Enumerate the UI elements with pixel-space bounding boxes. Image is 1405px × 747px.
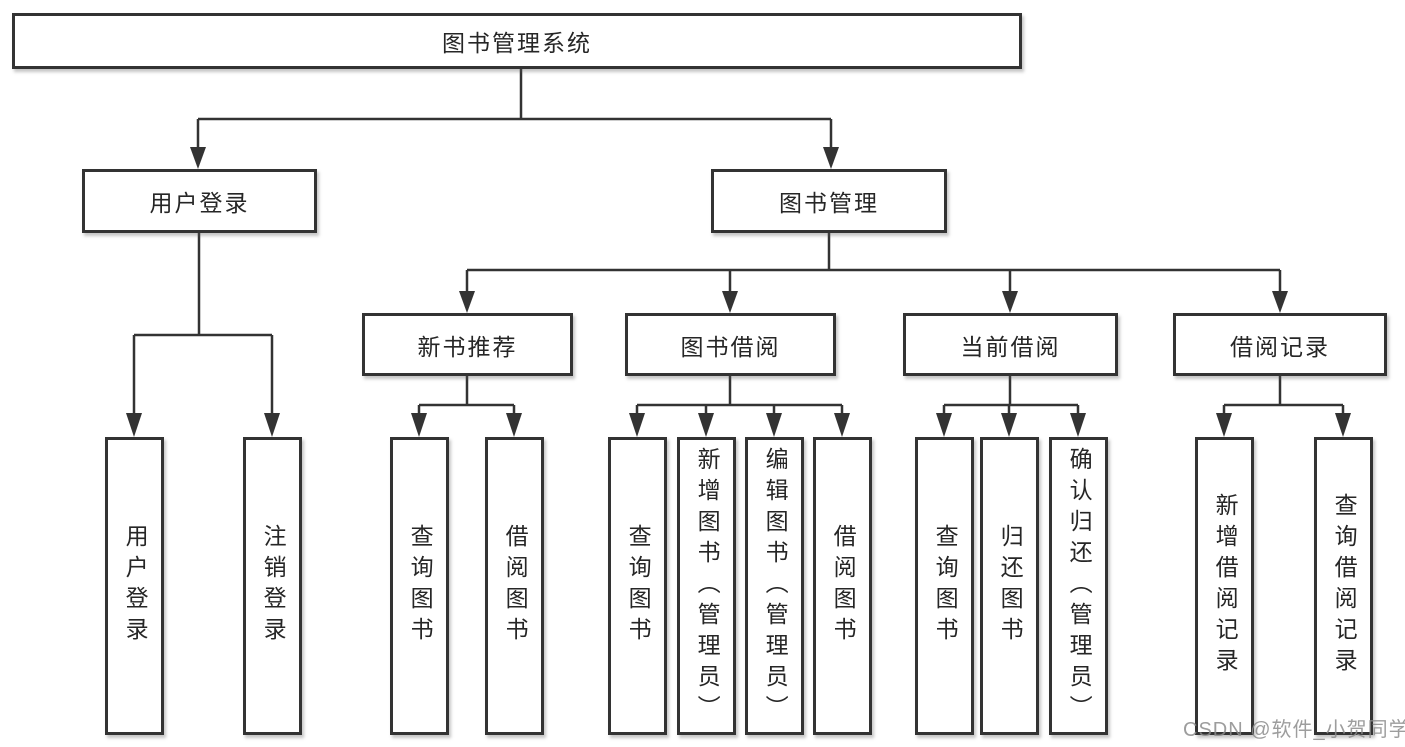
node-new-book-recommendation: 新书推荐 xyxy=(362,313,573,376)
node-borrowing-records: 借阅记录 xyxy=(1173,313,1387,376)
leaf-add-books-admin: 新增图书（管理员） xyxy=(677,437,736,735)
node-label: 图书管理系统 xyxy=(442,30,592,56)
node-label: 归还图书 xyxy=(997,524,1024,648)
node-label: 编辑图书（管理员） xyxy=(762,446,789,726)
node-label: 新增借阅记录 xyxy=(1212,493,1239,679)
node-label: 查询图书 xyxy=(932,524,959,648)
node-label: 新增图书（管理员） xyxy=(694,446,721,726)
node-label: 图书管理 xyxy=(779,190,879,216)
leaf-add-borrow-record: 新增借阅记录 xyxy=(1195,437,1254,735)
node-label: 新书推荐 xyxy=(417,333,518,360)
node-label: 当前借阅 xyxy=(960,333,1061,360)
leaf-borrow-books: 借阅图书 xyxy=(813,437,872,735)
node-label: 图书借阅 xyxy=(680,333,781,360)
leaf-query-books-recommend: 查询图书 xyxy=(390,437,449,735)
node-root-system: 图书管理系统 xyxy=(12,13,1022,69)
csdn-watermark: CSDN @软件_小贺同学 xyxy=(1183,719,1405,741)
leaf-query-books-borrowing: 查询图书 xyxy=(608,437,667,735)
leaf-user-login: 用户登录 xyxy=(105,437,164,735)
leaf-edit-books-admin: 编辑图书（管理员） xyxy=(745,437,804,735)
node-label: 查询借阅记录 xyxy=(1331,493,1358,679)
node-label: 用户登录 xyxy=(122,524,149,648)
node-label: 确认归还（管理员） xyxy=(1066,446,1093,726)
node-current-borrowing: 当前借阅 xyxy=(903,313,1118,376)
leaf-query-borrow-record: 查询借阅记录 xyxy=(1314,437,1373,735)
leaf-query-books-current: 查询图书 xyxy=(915,437,974,735)
node-label: 注销登录 xyxy=(260,524,287,648)
node-user-login-branch: 用户登录 xyxy=(82,169,317,233)
node-label: 用户登录 xyxy=(149,190,250,216)
node-label: 借阅图书 xyxy=(502,524,529,648)
node-label: 查询图书 xyxy=(625,524,652,648)
node-book-borrowing: 图书借阅 xyxy=(625,313,836,376)
leaf-logout: 注销登录 xyxy=(243,437,302,735)
leaf-borrow-books-recommend: 借阅图书 xyxy=(485,437,544,735)
leaf-confirm-return-admin: 确认归还（管理员） xyxy=(1049,437,1108,735)
leaf-return-books: 归还图书 xyxy=(980,437,1039,735)
node-label: 借阅记录 xyxy=(1230,333,1330,360)
node-book-management-branch: 图书管理 xyxy=(711,169,947,233)
arrowhead-icons xyxy=(126,147,1351,437)
node-label: 借阅图书 xyxy=(830,524,857,648)
node-label: 查询图书 xyxy=(407,524,434,648)
